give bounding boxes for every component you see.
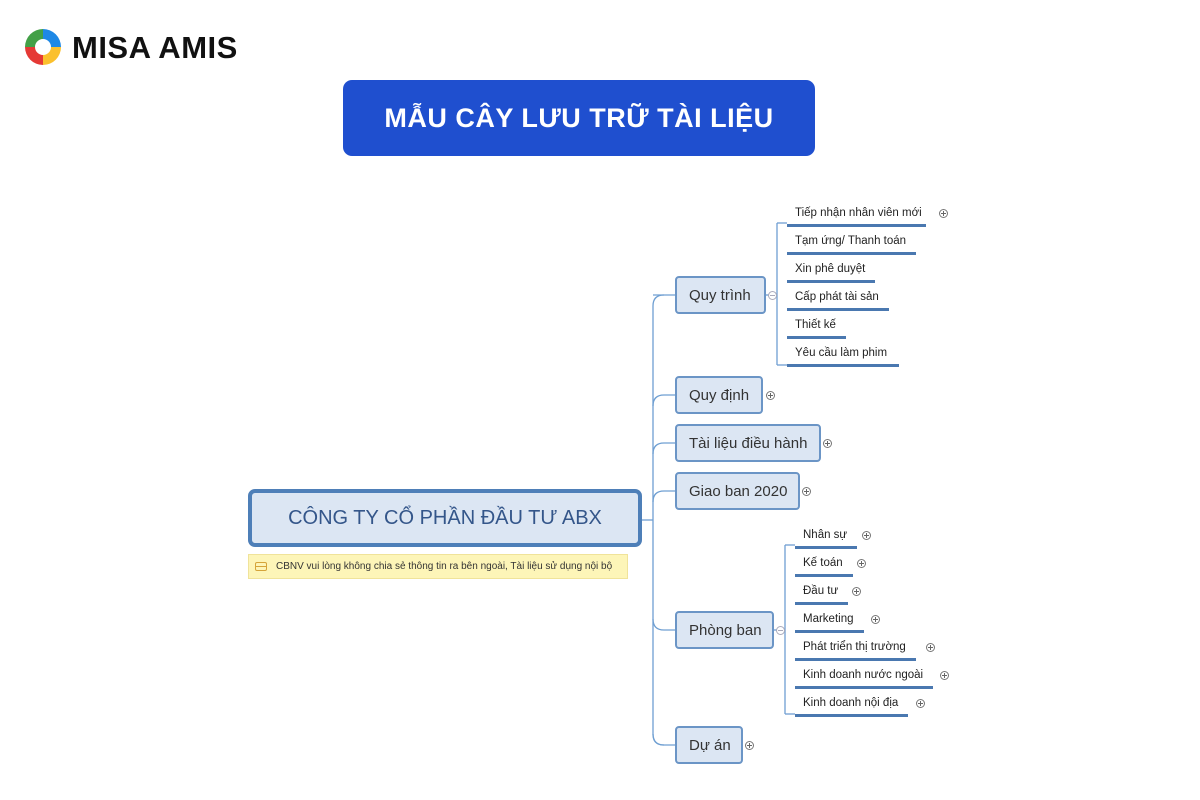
leaf-dau-tu[interactable]: Đầu tư (795, 584, 849, 605)
leaf-label: Yêu cầu làm phim (795, 347, 888, 359)
page-title-banner: MẪU CÂY LƯU TRỮ TÀI LIỆU (343, 80, 815, 156)
expand-icon[interactable] (871, 615, 880, 624)
leaf-nhan-su[interactable]: Nhân sự (795, 528, 858, 549)
expand-icon[interactable] (745, 741, 754, 750)
root-node-label: CÔNG TY CỔ PHẦN ĐẦU TƯ ABX (288, 506, 602, 529)
leaf-thiet-ke[interactable]: Thiết kế (787, 318, 846, 339)
leaf-label: Nhân sự (803, 529, 848, 541)
expand-icon[interactable] (823, 439, 832, 448)
branch-label: Giao ban 2020 (689, 482, 788, 500)
leaf-marketing[interactable]: Marketing (795, 612, 864, 633)
root-node[interactable]: CÔNG TY CỔ PHẦN ĐẦU TƯ ABX (248, 489, 642, 547)
leaf-phat-trien-thi-truong[interactable]: Phát triển thị trường (795, 640, 916, 661)
expand-icon[interactable] (939, 209, 948, 218)
branch-quy-dinh[interactable]: Quy định (675, 376, 763, 414)
note-icon (255, 562, 267, 571)
expand-icon[interactable] (766, 391, 775, 400)
leaf-label: Marketing (803, 613, 854, 625)
leaf-label: Kinh doanh nội địa (803, 697, 899, 709)
brand-logo: MISA AMIS (22, 26, 262, 70)
leaf-label: Thiết kế (795, 319, 836, 331)
branch-label: Dự án (689, 736, 731, 754)
leaf-cap-phat-tai-san[interactable]: Cấp phát tài sản (787, 290, 889, 311)
leaf-tam-ung-thanh-toan[interactable]: Tạm ứng/ Thanh toán (787, 234, 917, 255)
expand-icon[interactable] (857, 559, 866, 568)
leaf-label: Đầu tư (803, 585, 839, 597)
branch-quy-trinh[interactable]: Quy trình (675, 276, 766, 314)
leaf-label: Kinh doanh nước ngoài (803, 669, 924, 681)
branch-label: Quy trình (689, 286, 751, 304)
branch-label: Quy định (689, 386, 750, 404)
root-note: CBNV vui lòng không chia sẻ thông tin ra… (248, 554, 628, 579)
branch-phong-ban[interactable]: Phòng ban (675, 611, 774, 649)
leaf-kinh-doanh-noi-dia[interactable]: Kinh doanh nội địa (795, 696, 909, 717)
leaf-label: Tiếp nhận nhân viên mới (795, 207, 922, 219)
leaf-ke-toan[interactable]: Kế toán (795, 556, 853, 577)
collapse-icon[interactable] (776, 626, 785, 635)
root-note-text: CBNV vui lòng không chia sẻ thông tin ra… (276, 561, 613, 572)
leaf-label: Tạm ứng/ Thanh toán (795, 235, 907, 247)
branch-label: Tài liệu điều hành (689, 434, 808, 452)
leaf-label: Xin phê duyệt (795, 263, 866, 275)
brand-name: MISA AMIS (72, 30, 238, 65)
branch-giao-ban-2020[interactable]: Giao ban 2020 (675, 472, 800, 510)
leaf-label: Cấp phát tài sản (795, 291, 879, 303)
expand-icon[interactable] (852, 587, 861, 596)
expand-icon[interactable] (926, 643, 935, 652)
leaf-kinh-doanh-nuoc-ngoai[interactable]: Kinh doanh nước ngoài (795, 668, 934, 689)
leaf-label: Kế toán (803, 557, 843, 569)
leaf-tiep-nhan-nhan-vien-moi[interactable]: Tiếp nhận nhân viên mới (787, 206, 926, 227)
branch-label: Phòng ban (689, 621, 762, 639)
branch-tai-lieu-dieu-hanh[interactable]: Tài liệu điều hành (675, 424, 821, 462)
expand-icon[interactable] (862, 531, 871, 540)
expand-icon[interactable] (916, 699, 925, 708)
expand-icon[interactable] (940, 671, 949, 680)
leaf-yeu-cau-lam-phim[interactable]: Yêu cầu làm phim (787, 346, 900, 367)
branch-du-an[interactable]: Dự án (675, 726, 743, 764)
collapse-icon[interactable] (768, 291, 777, 300)
misa-amis-ring-logo-icon (25, 29, 61, 65)
leaf-label: Phát triển thị trường (803, 641, 906, 653)
expand-icon[interactable] (802, 487, 811, 496)
leaf-xin-phe-duyet[interactable]: Xin phê duyệt (787, 262, 876, 283)
